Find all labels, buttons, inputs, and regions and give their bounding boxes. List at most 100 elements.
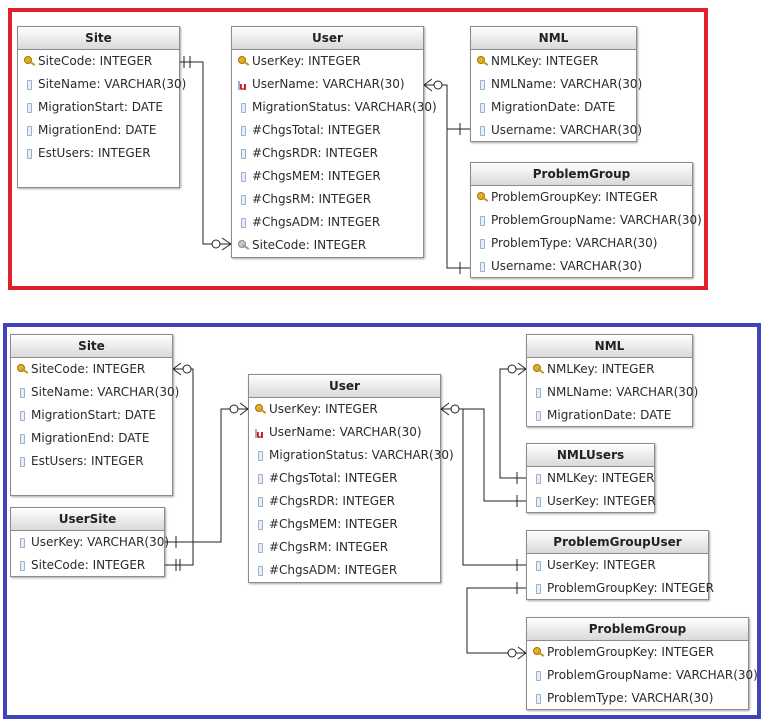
- top-diagram-frame: [8, 8, 708, 290]
- column-icon: [238, 96, 250, 119]
- entity-field: NMLKey: INTEGER: [471, 50, 636, 73]
- key-icon: [477, 50, 489, 73]
- column-icon: [255, 513, 267, 536]
- entity-field: SiteCode: INTEGER: [232, 234, 423, 257]
- key-icon: [17, 358, 29, 381]
- key-icon: [533, 358, 545, 381]
- entity-title: Site: [11, 335, 172, 358]
- column-icon: [17, 427, 29, 450]
- field-label: NMLName: VARCHAR(30): [491, 77, 643, 91]
- field-label: SiteCode: INTEGER: [31, 362, 146, 376]
- column-icon: [24, 73, 36, 96]
- column-icon: [17, 381, 29, 404]
- column-icon: [533, 664, 545, 687]
- entity-field: UserName: VARCHAR(30): [232, 73, 423, 98]
- column-icon: [255, 559, 267, 582]
- field-label: MigrationEnd: DATE: [31, 431, 150, 445]
- field-label: ProblemGroupName: VARCHAR(30): [547, 668, 758, 682]
- column-icon: [477, 255, 489, 278]
- column-icon: [477, 119, 489, 142]
- column-icon: [17, 554, 29, 577]
- entity-field: ProblemGroupKey: INTEGER: [527, 577, 714, 600]
- entity-field: MigrationStatus: VARCHAR(30): [249, 444, 454, 467]
- field-label: UserKey: INTEGER: [269, 402, 378, 416]
- entity-field: MigrationDate: DATE: [527, 404, 692, 427]
- entity-field: MigrationStatus: VARCHAR(30): [232, 96, 437, 119]
- entity-field: ProblemGroupName: VARCHAR(30): [527, 664, 758, 687]
- foreign-key-icon: [238, 234, 250, 257]
- column-icon: [24, 142, 36, 165]
- column-icon: [477, 73, 489, 96]
- field-label: EstUsers: INTEGER: [38, 146, 151, 160]
- field-label: MigrationDate: DATE: [547, 408, 672, 422]
- entity-field: MigrationStart: DATE: [18, 96, 179, 119]
- unique-key-icon: [238, 73, 250, 98]
- column-icon: [477, 232, 489, 255]
- field-label: #ChgsMEM: INTEGER: [252, 169, 381, 183]
- field-label: SiteName: VARCHAR(30): [38, 77, 187, 91]
- entity-field: #ChgsRM: INTEGER: [249, 536, 440, 559]
- entity-field: MigrationEnd: DATE: [18, 119, 179, 142]
- field-label: MigrationStart: DATE: [38, 100, 163, 114]
- column-icon: [255, 444, 267, 467]
- entity-field: SiteCode: INTEGER: [11, 358, 172, 381]
- field-label: MigrationStart: DATE: [31, 408, 156, 422]
- entity-field: SiteCode: INTEGER: [11, 554, 164, 577]
- field-label: #ChgsRDR: INTEGER: [252, 146, 378, 160]
- field-label: Username: VARCHAR(30): [491, 123, 643, 137]
- entity-field: EstUsers: INTEGER: [11, 450, 172, 473]
- entity-field: SiteName: VARCHAR(30): [11, 381, 179, 404]
- entity-field: MigrationDate: DATE: [471, 96, 636, 119]
- field-label: #ChgsADM: INTEGER: [269, 563, 398, 577]
- field-label: ProblemGroupKey: INTEGER: [547, 645, 714, 659]
- field-label: UserKey: INTEGER: [252, 54, 361, 68]
- field-label: NMLKey: INTEGER: [547, 362, 655, 376]
- entity-field: #ChgsADM: INTEGER: [249, 559, 440, 582]
- column-icon: [477, 209, 489, 232]
- key-icon: [533, 641, 545, 664]
- field-label: SiteCode: INTEGER: [252, 238, 367, 252]
- entity-title: UserSite: [11, 508, 164, 531]
- column-icon: [255, 536, 267, 559]
- entity-field: Username: VARCHAR(30): [471, 119, 642, 142]
- bottom-diagram-frame: [3, 323, 761, 719]
- key-icon: [238, 50, 250, 73]
- column-icon: [238, 211, 250, 234]
- column-icon: [24, 96, 36, 119]
- entity-field: NMLName: VARCHAR(30): [471, 73, 642, 96]
- entity-title: Site: [18, 27, 179, 50]
- field-label: ProblemType: VARCHAR(30): [491, 236, 658, 250]
- field-label: ProblemGroupName: VARCHAR(30): [491, 213, 702, 227]
- field-label: ProblemGroupKey: INTEGER: [491, 190, 658, 204]
- entity-field: NMLName: VARCHAR(30): [527, 381, 698, 404]
- field-label: UserName: VARCHAR(30): [252, 77, 405, 91]
- entity-title: NMLUsers: [527, 444, 654, 467]
- entity-title: ProblemGroupUser: [527, 531, 708, 554]
- field-label: MigrationStatus: VARCHAR(30): [269, 448, 454, 462]
- column-icon: [17, 450, 29, 473]
- field-label: UserKey: VARCHAR(30): [31, 535, 170, 549]
- field-label: #ChgsRM: INTEGER: [269, 540, 389, 554]
- key-icon: [255, 398, 267, 421]
- column-icon: [533, 577, 545, 600]
- field-label: MigrationEnd: DATE: [38, 123, 157, 137]
- entity-field: UserKey: VARCHAR(30): [11, 531, 169, 554]
- unique-key-icon: [255, 421, 267, 446]
- field-label: ProblemType: VARCHAR(30): [547, 691, 714, 705]
- column-icon: [238, 188, 250, 211]
- field-label: #ChgsRDR: INTEGER: [269, 494, 395, 508]
- column-icon: [24, 119, 36, 142]
- field-label: UserName: VARCHAR(30): [269, 425, 422, 439]
- entity-field: MigrationEnd: DATE: [11, 427, 172, 450]
